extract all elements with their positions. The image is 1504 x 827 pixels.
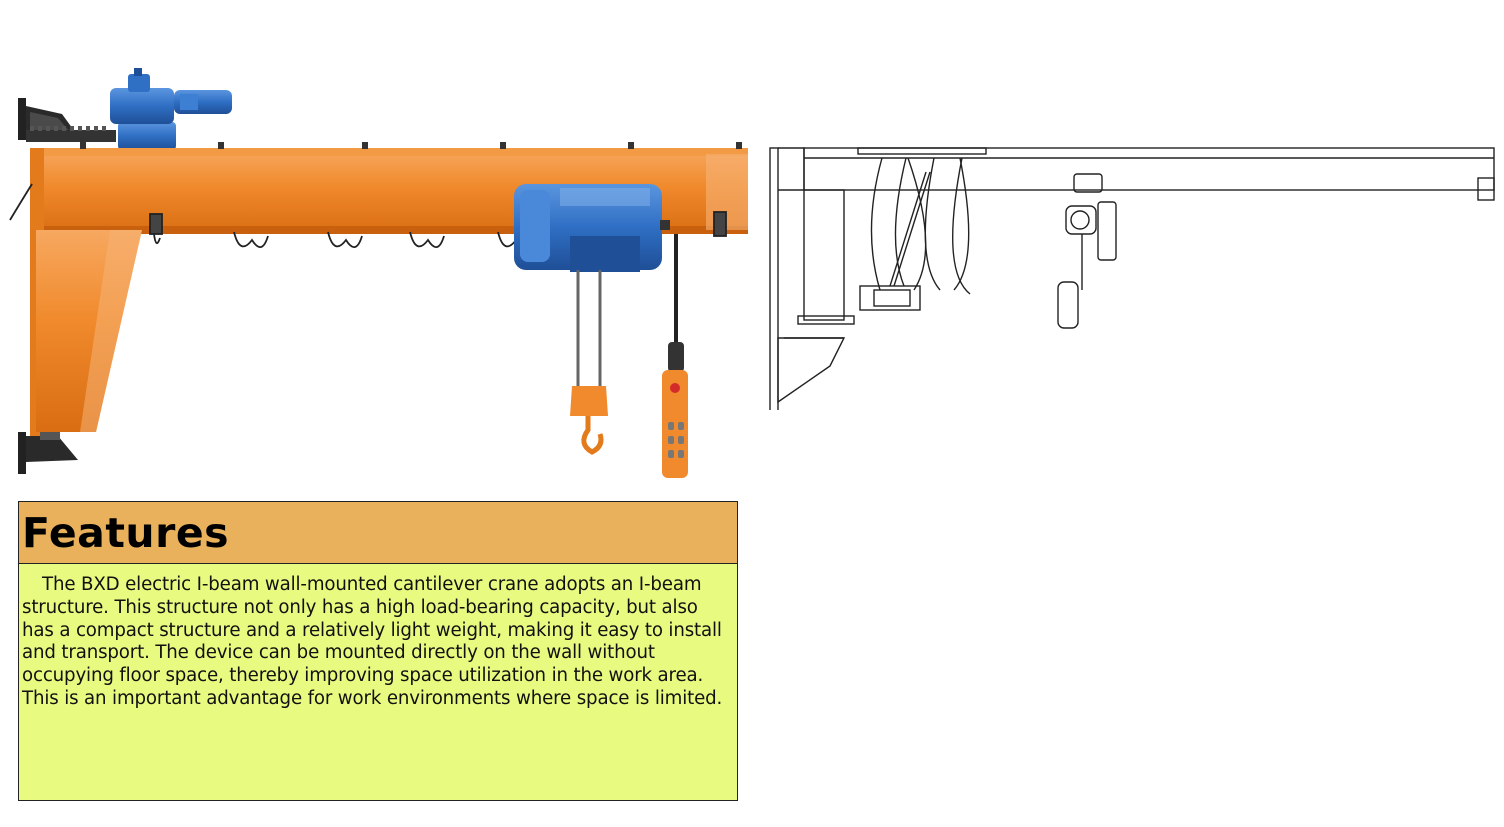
features-description: The BXD electric I-beam wall-mounted can… [22, 574, 723, 709]
line-electric-hoist [1057, 173, 1117, 329]
slewing-drive [26, 68, 232, 150]
features-panel: Features The BXD electric I-beam wall-mo… [18, 501, 738, 801]
line-slewing-motor [859, 171, 931, 311]
crane-line-drawing [769, 147, 1495, 410]
wall-column [30, 148, 142, 440]
crane-illustration [9, 68, 748, 478]
electric-hoist [514, 184, 670, 272]
hook-block [570, 270, 608, 455]
line-wall-column [769, 147, 855, 410]
features-header: Features [19, 502, 737, 564]
pendant-control [662, 234, 688, 478]
features-title: Features [22, 509, 230, 557]
line-festoon-cables [857, 147, 987, 295]
bottom-wall-bracket [18, 432, 78, 474]
line-main-beam [803, 147, 1495, 201]
festoon-cables [9, 183, 727, 248]
